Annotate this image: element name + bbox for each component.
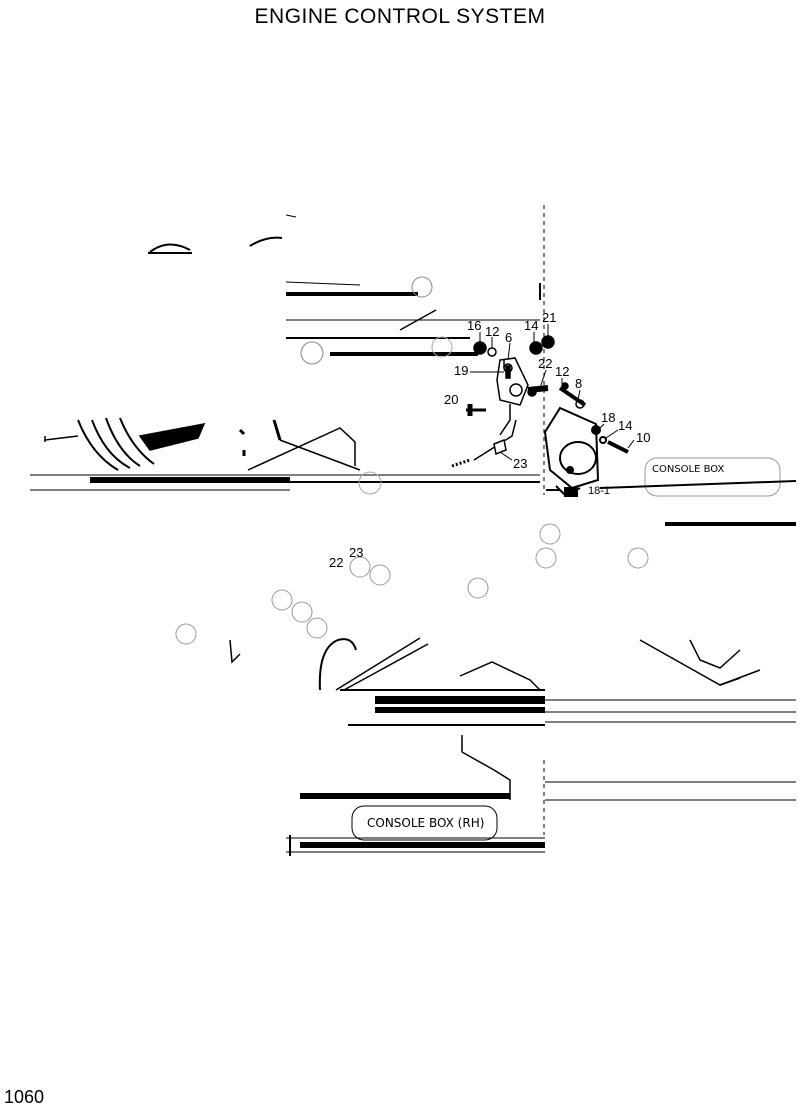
linkage-rod <box>451 419 517 468</box>
callout-23: 23 <box>349 545 363 560</box>
right-console-top <box>546 457 797 526</box>
page-number: 1060 <box>4 1087 45 1107</box>
callout-14: 14 <box>618 418 632 433</box>
callout-23: 23 <box>513 456 527 471</box>
callout-12: 12 <box>555 364 569 379</box>
console-box-top-label: CONSOLE BOX <box>652 464 725 475</box>
callout-22: 22 <box>329 555 343 570</box>
callout-20: 20 <box>444 392 458 407</box>
console-box-rh-label: CONSOLE BOX (RH) <box>367 816 484 830</box>
callout-16: 16 <box>467 318 481 333</box>
callout-6: 6 <box>505 330 512 345</box>
upper-console-lines <box>285 205 545 495</box>
callout-18-1: 18-1 <box>588 485 610 497</box>
page-title: ENGINE CONTROL SYSTEM <box>254 5 546 28</box>
callout-10: 10 <box>636 430 650 445</box>
lower-console-rh <box>229 637 796 856</box>
callout-19: 19 <box>454 363 468 378</box>
callout-21: 21 <box>542 310 556 325</box>
control-block <box>543 406 629 498</box>
callout-18: 18 <box>601 410 615 425</box>
callout-8: 8 <box>575 376 582 391</box>
callout-12: 12 <box>485 324 499 339</box>
left-console <box>30 417 540 495</box>
upper-left-fragments <box>148 214 297 254</box>
callout-circles <box>175 523 649 645</box>
callout-14: 14 <box>524 318 538 333</box>
callout-22: 22 <box>538 356 552 371</box>
leader-lines <box>470 324 635 461</box>
